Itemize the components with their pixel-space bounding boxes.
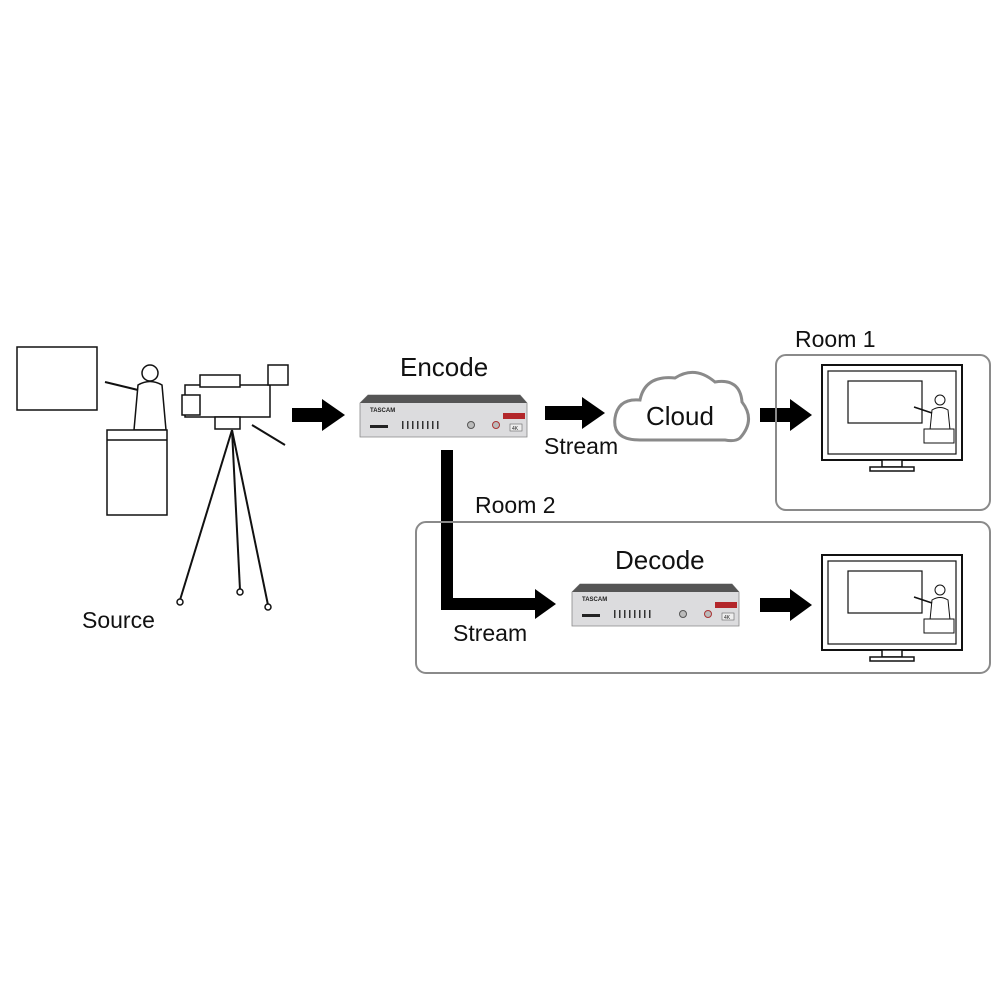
encode-label: Encode bbox=[400, 352, 489, 382]
decoder-brand-logo: TASCAM bbox=[582, 597, 607, 603]
arrow-cloud-to-room1 bbox=[760, 399, 812, 431]
room1-box bbox=[775, 354, 991, 511]
arrow-encode-to-decode bbox=[441, 450, 556, 619]
stream-label-bottom: Stream bbox=[453, 620, 528, 646]
decoder-4k-badge: 4K bbox=[724, 615, 731, 621]
source-label: Source bbox=[82, 607, 155, 633]
arrows bbox=[292, 397, 812, 621]
arrow-source-to-encode bbox=[292, 399, 345, 431]
cloud-label: Cloud bbox=[646, 401, 714, 431]
room2-label: Room 2 bbox=[475, 492, 556, 518]
encoder-device: TASCAM 4K bbox=[359, 394, 528, 438]
source-scene-illustration bbox=[16, 346, 289, 611]
room1-monitor bbox=[821, 364, 963, 472]
encoder-4k-badge: 4K bbox=[512, 426, 519, 432]
room1-label: Room 1 bbox=[795, 326, 876, 352]
cloud-icon bbox=[613, 370, 750, 443]
arrow-decode-to-room2-monitor bbox=[760, 589, 812, 621]
decode-label: Decode bbox=[615, 545, 705, 575]
room2-box bbox=[415, 521, 991, 674]
arrow-encode-to-cloud bbox=[545, 397, 605, 429]
stream-label-top: Stream bbox=[544, 433, 619, 459]
decoder-device: TASCAM 4K bbox=[571, 583, 740, 627]
room2-monitor bbox=[821, 554, 963, 662]
encoder-brand-logo: TASCAM bbox=[370, 408, 395, 414]
